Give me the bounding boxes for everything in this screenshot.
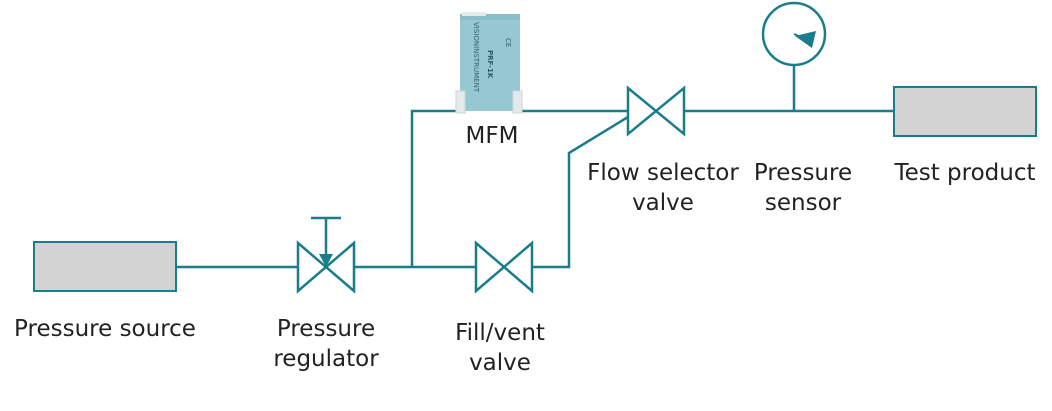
mfm-mark-text: CE bbox=[504, 38, 512, 47]
fill-vent-valve-line2: valve bbox=[469, 350, 531, 376]
mfm-brand-text: VISIONINSTRUMENT bbox=[472, 22, 480, 93]
test-product-label: Test product bbox=[882, 158, 1048, 188]
mfm-label: MFM bbox=[442, 121, 542, 151]
pressure-sensor-line2: sensor bbox=[764, 190, 842, 216]
pressure-sensor-label: Pressure sensor bbox=[738, 158, 868, 218]
pressure-regulator-line1: Pressure bbox=[276, 316, 376, 342]
regulator-arrowhead bbox=[319, 254, 333, 267]
pipes bbox=[176, 65, 894, 269]
fill-vent-valve-line1: Fill/vent bbox=[455, 320, 545, 346]
mfm-model-text: PRF-1K bbox=[486, 50, 494, 79]
test-product-box bbox=[893, 86, 1037, 137]
test-product-text: Test product bbox=[894, 160, 1036, 186]
pressure-sensor-line1: Pressure bbox=[753, 160, 853, 186]
pressure-source-label: Pressure source bbox=[0, 314, 210, 344]
mfm-label-text: MFM bbox=[465, 123, 519, 149]
fill-vent-valve-symbol bbox=[474, 240, 534, 294]
flow-selector-valve-line2: valve bbox=[632, 190, 694, 216]
pipe-junction-to-mfm bbox=[410, 109, 460, 267]
flow-selector-valve-label: Flow selector valve bbox=[580, 158, 746, 218]
pressure-regulator-label: Pressure regulator bbox=[246, 314, 406, 374]
flow-selector-valve-symbol bbox=[626, 85, 686, 137]
flow-selector-valve-line1: Flow selector bbox=[587, 160, 739, 186]
pipe-fill-valve-to-flow-selector bbox=[532, 115, 629, 269]
fill-vent-valve-label: Fill/vent valve bbox=[430, 318, 570, 378]
pressure-source-text: Pressure source bbox=[14, 316, 196, 342]
mfm-device: VISIONINSTRUMENT PRF-1K CE bbox=[455, 12, 523, 114]
pressure-regulator-line2: regulator bbox=[273, 346, 379, 372]
pressure-sensor-gauge bbox=[761, 1, 827, 67]
pressure-source-box bbox=[33, 241, 177, 292]
